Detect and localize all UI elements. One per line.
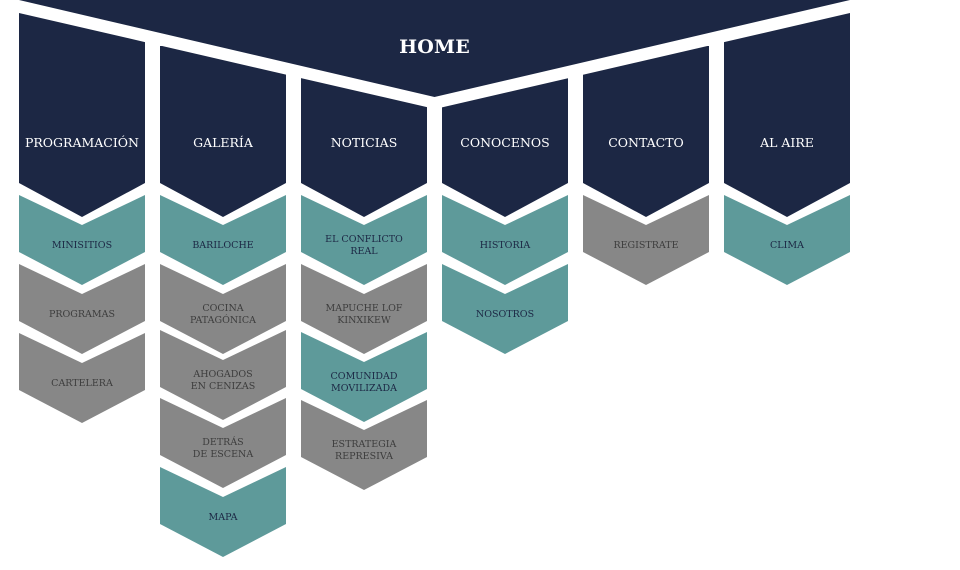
subnav-item-label-line: EN CENIZAS	[190, 381, 256, 392]
subnav-item-label-line: REGISTRATE	[613, 240, 679, 251]
nav-item-label: CONOCENOS	[460, 134, 550, 150]
subnav-item-label: MAPA	[160, 512, 286, 524]
subnav-item-label-line: ESTRATEGIA	[331, 439, 397, 450]
nav-item-label: PROGRAMACIÓN	[24, 135, 139, 150]
subnav-item-label-line: PATAGÓNICA	[189, 315, 257, 326]
subnav-item-label-line: COCINA	[202, 303, 244, 314]
subnav-item-label-line: CARTELERA	[51, 378, 113, 389]
subnav-item-label: REGISTRATE	[583, 240, 709, 252]
subnav-item-label-line: DETRÁS	[202, 437, 244, 448]
subnav-item-label-line: CLIMA	[770, 240, 804, 251]
subnav-item-label-line: AHOGADOS	[193, 369, 253, 380]
subnav-item-label-line: BARILOCHE	[192, 240, 254, 251]
nav-item-label: CONTACTO	[608, 134, 684, 150]
home-label: HOME	[399, 36, 470, 58]
subnav-item-label: NOSOTROS	[442, 309, 568, 321]
subnav-item-label: CLIMA	[724, 240, 850, 252]
nav-item-label: AL AIRE	[760, 135, 814, 150]
subnav-item-label-line: REAL	[350, 246, 378, 257]
subnav-item-label: CARTELERA	[19, 378, 145, 390]
subnav-item-label-line: MAPUCHE LOF	[325, 303, 403, 314]
subnav-item-label-line: HISTORIA	[479, 240, 531, 251]
nav-item-noticias[interactable]: NOTICIAS	[301, 78, 427, 217]
subnav-item-label-line: MAPA	[208, 512, 238, 523]
nav-item-conocenos[interactable]: CONOCENOS	[442, 78, 568, 217]
subnav-item-label-line: REPRESIVA	[335, 451, 393, 462]
subnav-item-label: PROGRAMAS	[19, 309, 145, 321]
nav-item-galeria[interactable]: GALERÍA	[160, 45, 286, 217]
subnav-item-label-line: PROGRAMAS	[48, 309, 116, 320]
subnav-item-label-line: EL CONFLICTO	[325, 234, 403, 245]
home-banner[interactable]: HOME	[19, 0, 850, 97]
nav-item-contacto[interactable]: CONTACTO	[583, 45, 709, 217]
nav-item-al-aire[interactable]: AL AIRE	[724, 13, 850, 217]
subnav-item-label: BARILOCHE	[160, 240, 286, 252]
nav-item-programacion[interactable]: PROGRAMACIÓN	[19, 13, 145, 217]
subnav-item-label-line: NOSOTROS	[475, 309, 535, 320]
subnav-item-label: HISTORIA	[442, 240, 568, 252]
subnav-item-label-line: MOVILIZADA	[331, 383, 397, 394]
subnav-item-label-line: DE ESCENA	[192, 449, 254, 460]
nav-item-label: NOTICIAS	[330, 134, 398, 150]
nav-item-label: GALERÍA	[193, 134, 253, 150]
subnav-item-label: MINISITIOS	[19, 240, 145, 252]
subnav-item-label-line: COMUNIDAD	[330, 371, 398, 382]
subnav-item-label-line: MINISITIOS	[51, 240, 113, 251]
subnav-item-label-line: KINXIKEW	[337, 315, 391, 326]
